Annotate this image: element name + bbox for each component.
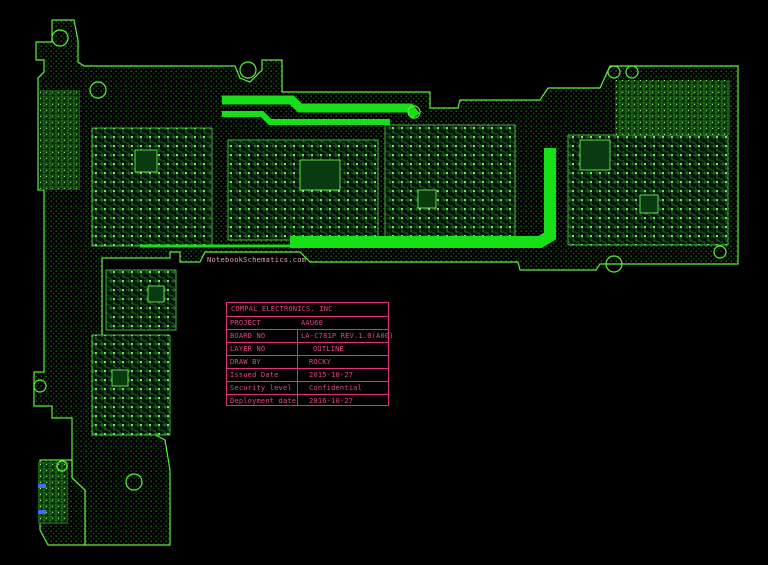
watermark-text: NotebookSchematics.com <box>207 256 307 264</box>
row-label: DRAW BY <box>230 358 261 366</box>
region-left-io <box>40 90 80 190</box>
mounting-hole <box>51 29 69 47</box>
title-block-row: Issued Date 2015-10-27 <box>227 368 388 381</box>
title-block-row: BOARD NO LA-C781P REV.1.0(A00) <box>227 329 394 342</box>
copper-trace-top <box>222 95 420 119</box>
region-lower-block <box>91 334 171 436</box>
row-value: Confidential <box>309 384 362 392</box>
region-right-top <box>615 80 730 135</box>
row-value: AAU60 <box>301 319 324 327</box>
connector-pad <box>38 510 46 514</box>
mounting-hole <box>56 460 68 472</box>
mounting-hole <box>239 61 257 79</box>
title-block-row: PROJECT AAU60 <box>227 316 388 329</box>
ic-chip <box>111 369 129 387</box>
region-lower-vertical <box>105 269 177 331</box>
ic-chip <box>417 189 437 209</box>
title-block: COMPAL ELECTRONICS. INC PROJECT AAU60 BO… <box>226 302 394 406</box>
row-label: PROJECT <box>230 319 261 327</box>
copper-trace-top-inner <box>222 111 390 125</box>
row-label: Issued Date <box>230 371 279 379</box>
row-value: 2016-10-27 <box>309 397 354 405</box>
connector-pad <box>38 484 46 488</box>
mounting-hole <box>407 105 421 119</box>
mounting-hole <box>33 379 47 393</box>
row-value: OUTLINE <box>313 345 344 353</box>
ic-chip <box>579 139 611 171</box>
row-label: LAYER NO <box>230 345 266 353</box>
ic-chip <box>299 159 341 191</box>
title-block-row: Security level Confidential <box>227 381 388 394</box>
ic-chip <box>134 149 158 173</box>
mounting-hole <box>625 65 639 79</box>
row-label: Security level <box>230 384 292 392</box>
ic-chip <box>147 285 165 303</box>
row-value: 2015-10-27 <box>309 371 354 379</box>
copper-trace-main <box>290 148 556 248</box>
row-value: LA-C781P REV.1.0(A00) <box>301 332 394 340</box>
title-block-divider <box>297 329 298 405</box>
title-block-row: LAYER NO OUTLINE <box>227 342 388 355</box>
ic-chip <box>639 194 659 214</box>
region-center-memory <box>384 124 516 246</box>
company-name: COMPAL ELECTRONICS. INC <box>231 305 333 313</box>
mounting-hole <box>713 245 727 259</box>
region-left-cpu <box>91 127 213 247</box>
row-label: Deployment date <box>230 397 297 405</box>
title-block-row: DRAW BY ROCKY <box>227 355 388 368</box>
title-block-header: COMPAL ELECTRONICS. INC <box>227 303 388 316</box>
row-label: BOARD NO <box>230 332 266 340</box>
title-block-row: Deployment date 2016-10-27 <box>227 394 388 406</box>
row-value: ROCKY <box>309 358 332 366</box>
mounting-hole <box>125 473 143 491</box>
mounting-hole <box>607 65 621 79</box>
mounting-hole <box>89 81 107 99</box>
mounting-hole <box>605 255 623 273</box>
